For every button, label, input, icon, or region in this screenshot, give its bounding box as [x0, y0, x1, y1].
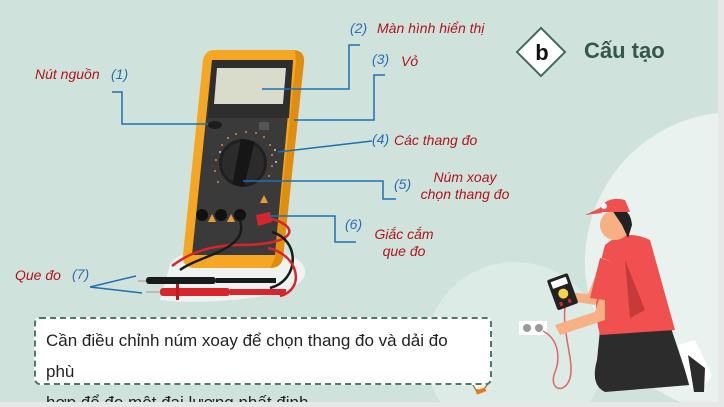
callout-label-line: Núm xoay	[433, 169, 497, 185]
note-text-line-1: Cần điều chỉnh núm xoay để chọn thang đo…	[46, 331, 448, 381]
callout-label-line: Giắc cắm	[374, 226, 434, 242]
section-badge-letter: b	[535, 40, 549, 65]
leader-lines	[89, 44, 396, 294]
callout-label-rotary-knob: Núm xoay chọn thang đo	[415, 169, 515, 203]
note-box: Cần điều chỉnh núm xoay để chọn thang đo…	[34, 317, 492, 402]
multimeter-image	[138, 50, 306, 302]
technician-illustration	[519, 198, 712, 392]
callout-label-power-button: Nút nguồn	[35, 66, 100, 82]
callout-number-2: (2)	[350, 20, 368, 36]
section-title: Cấu tạo	[584, 38, 665, 63]
callout-label-line: que đo	[382, 243, 426, 259]
slide: b Cấu tạo Nút nguồn (1) (2) Màn hình hiể…	[0, 0, 718, 402]
window-edge	[0, 402, 724, 407]
callout-label-case: Vỏ	[401, 53, 419, 69]
callout-label-probe-jack: Giắc cắm que đo	[368, 226, 440, 260]
callout-number-7: (7)	[72, 266, 90, 282]
callout-number-6: (6)	[345, 216, 363, 232]
note-text-line-2: hợp để đo một đại lượng nhất định.	[46, 387, 480, 402]
callout-number-4: (4)	[372, 131, 390, 147]
callout-number-5: (5)	[394, 176, 412, 192]
callout-label-probes: Que đo	[15, 267, 61, 283]
callout-number-3: (3)	[372, 51, 390, 67]
window-edge	[718, 0, 724, 407]
illustration-layer	[89, 44, 712, 395]
callout-label-scales: Các thang đo	[394, 132, 478, 148]
callout-label-line: chọn thang đo	[420, 186, 510, 202]
callout-number-1: (1)	[111, 66, 129, 82]
callout-label-display: Màn hình hiển thị	[377, 20, 485, 36]
